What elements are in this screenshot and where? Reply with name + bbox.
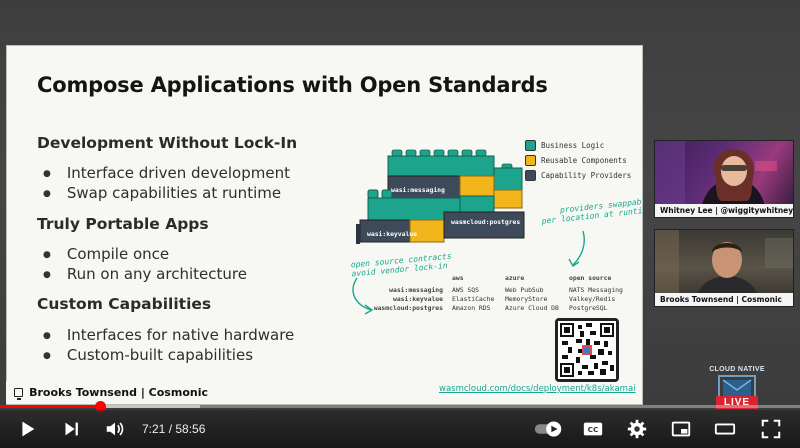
next-button[interactable]: [58, 416, 84, 442]
legend-item: Capability Providers: [525, 170, 631, 181]
theater-icon: [714, 423, 736, 435]
camera-name-tag: Whitney Lee | @wiggitywhitney: [655, 204, 793, 217]
gear-icon: [627, 419, 647, 439]
table-interface: wasmcloud:postgres: [373, 304, 443, 312]
docs-link[interactable]: wasmcloud.com/docs/deployment/k8s/akamai: [439, 384, 636, 394]
bullet-item: Swap capabilities at runtime: [43, 184, 281, 202]
player-controls: 7:21 / 58:56 CC: [0, 410, 800, 448]
brick-label-postgres: wasmcloud:postgres: [451, 218, 521, 226]
table-cell: Azure Cloud DB: [505, 304, 559, 312]
time-display: 7:21 / 58:56: [142, 422, 206, 436]
slide-title: Compose Applications with Open Standards: [37, 73, 548, 97]
qr-code: [555, 318, 619, 382]
legend-item: Business Logic: [525, 140, 604, 151]
theater-mode-button[interactable]: [712, 416, 738, 442]
bullet-item: Custom-built capabilities: [43, 346, 253, 364]
brand-label: CLOUD NATIVE: [709, 366, 765, 373]
fullscreen-icon: [761, 419, 781, 439]
camera-name-tag: Brooks Townsend | Cosmonic: [655, 293, 793, 306]
bullet-item: Interface driven development: [43, 164, 290, 182]
monitor-icon: [14, 387, 24, 400]
bullet-item: Interfaces for native hardware: [43, 326, 294, 344]
speaker-banner: Brooks Townsend | Cosmonic: [6, 381, 208, 403]
progress-bar[interactable]: [0, 401, 800, 412]
legend-swatch: [525, 170, 536, 181]
skip-next-icon: [65, 422, 78, 436]
cc-icon: CC: [583, 422, 603, 436]
table-cell: AWS SQS: [452, 286, 479, 294]
section-heading: Truly Portable Apps: [37, 215, 209, 233]
table-interface: wasi:messaging: [389, 286, 443, 294]
table-cell: Amazon RDS: [452, 304, 491, 312]
camera-feed-whitney: Whitney Lee | @wiggitywhitney: [654, 140, 794, 218]
volume-button[interactable]: [102, 416, 128, 442]
svg-text:CC: CC: [588, 425, 599, 434]
brick-label-messaging: wasi:messaging: [391, 186, 445, 194]
progress-fill: [0, 405, 100, 408]
fullscreen-button[interactable]: [758, 416, 784, 442]
table-cell: Valkey/Redis: [569, 295, 616, 303]
arrow-icon: [568, 230, 585, 267]
person-silhouette-icon: [655, 230, 793, 306]
settings-button[interactable]: [624, 416, 650, 442]
legend-swatch: [525, 140, 536, 151]
bullet-item: Run on any architecture: [43, 265, 247, 283]
miniplayer-button[interactable]: [668, 416, 694, 442]
legend-item: Reusable Components: [525, 155, 627, 166]
toggle-icon: [534, 421, 562, 437]
legend-swatch: [525, 155, 536, 166]
arrow-icon: [352, 277, 374, 315]
cncf-live-logo: CLOUD NATIVE LIVE: [704, 366, 770, 416]
section-heading: Custom Capabilities: [37, 295, 212, 313]
presentation-slide: Compose Applications with Open Standards…: [6, 45, 643, 405]
table-header-aws: aws: [452, 274, 464, 282]
live-badge: LIVE: [716, 396, 758, 409]
lego-bricks-illustration: [356, 149, 525, 244]
annotation-providers: providers swappable per location at runt…: [541, 196, 643, 226]
speaker-name: Brooks Townsend | Cosmonic: [29, 385, 208, 399]
table-header-opensource: open source: [569, 274, 612, 282]
table-cell: Web PubSub: [505, 286, 544, 294]
camera-feed-brooks: Brooks Townsend | Cosmonic: [654, 229, 794, 307]
subtitles-button[interactable]: CC: [580, 416, 606, 442]
brick-label-keyvalue: wasi:keyvalue: [367, 230, 418, 238]
table-cell: MemoryStore: [505, 295, 548, 303]
table-header-azure: azure: [505, 274, 525, 282]
table-cell: NATS Messaging: [569, 286, 623, 294]
table-cell: PostgreSQL: [569, 304, 608, 312]
play-button[interactable]: [14, 416, 40, 442]
miniplayer-icon: [671, 421, 691, 437]
volume-icon: [106, 422, 124, 436]
play-icon: [22, 421, 35, 437]
scrubber-handle[interactable]: [95, 401, 106, 412]
section-heading: Development Without Lock-In: [37, 134, 298, 152]
autoplay-toggle[interactable]: [532, 416, 566, 442]
person-silhouette-icon: [655, 141, 777, 217]
table-cell: ElastiCache: [452, 295, 495, 303]
table-interface: wasi:keyvalue: [392, 295, 443, 303]
bullet-item: Compile once: [43, 245, 169, 263]
